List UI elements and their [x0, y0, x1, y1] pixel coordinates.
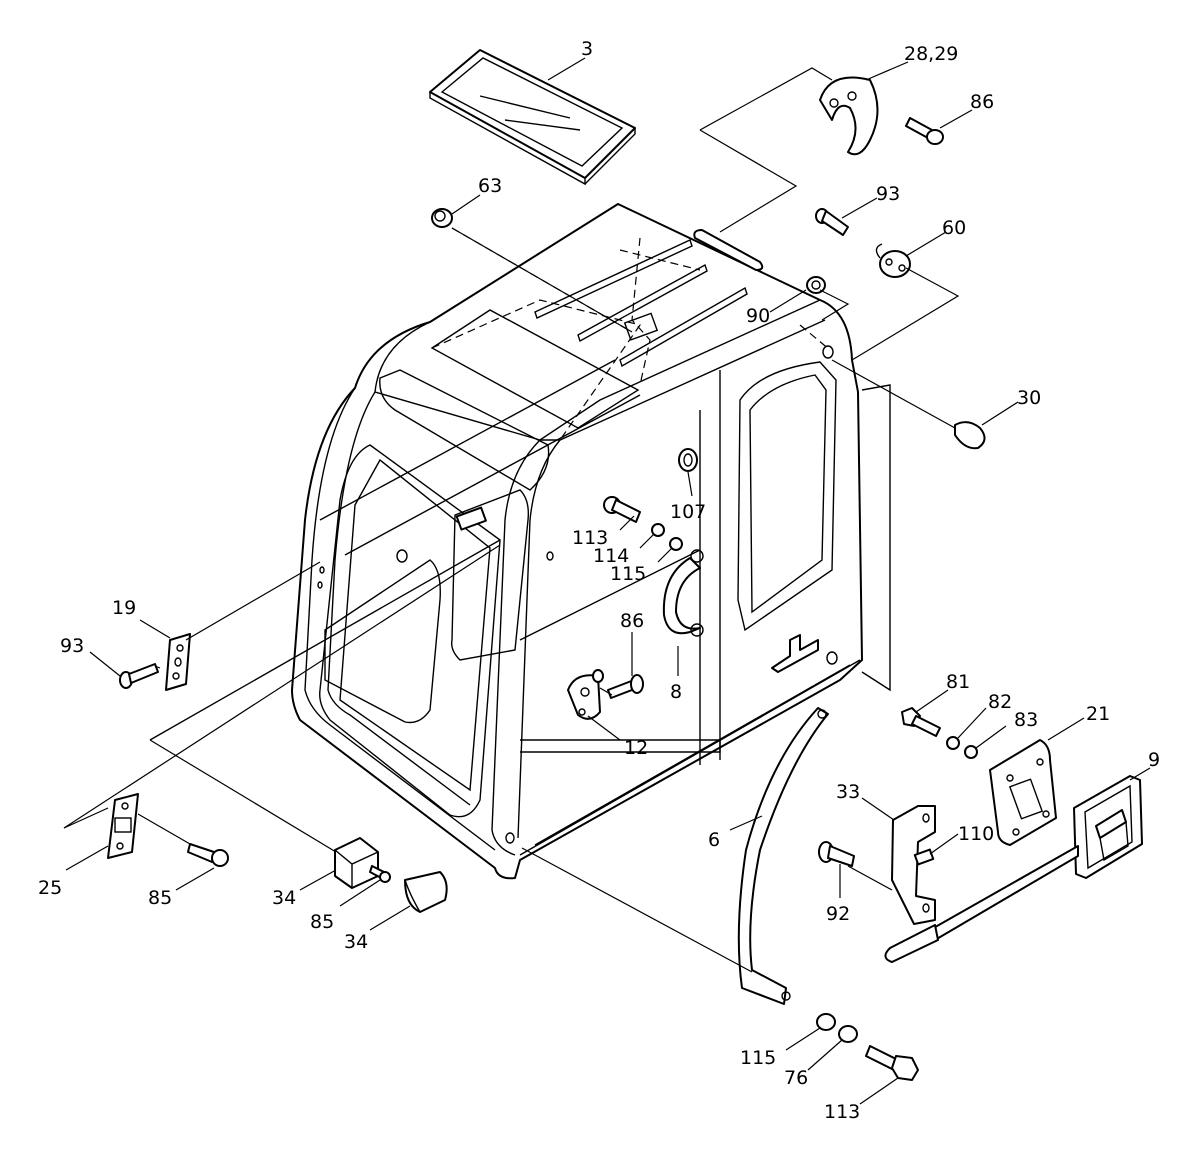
washer-115-bottom [816, 1013, 836, 1031]
striker-12 [567, 669, 604, 720]
callout-93-left: 93 [60, 635, 84, 657]
nut-90 [806, 276, 826, 294]
cab-frame [149, 203, 891, 880]
callout-33: 33 [836, 781, 860, 803]
washer-114 [651, 523, 665, 537]
callout-9: 9 [1148, 749, 1160, 771]
wiper-plate-part [819, 76, 879, 156]
callout-85-small: 85 [310, 911, 334, 933]
callout-86-top: 86 [970, 91, 994, 113]
screw-93-left [119, 663, 159, 689]
washer-83 [964, 745, 978, 759]
callout-8: 8 [670, 681, 682, 703]
callout-30: 30 [1017, 387, 1041, 409]
callout-6: 6 [708, 829, 720, 851]
callout-34-b: 34 [344, 931, 368, 953]
bracket-33 [891, 805, 936, 925]
lock-9 [884, 775, 1143, 963]
callout-63: 63 [478, 175, 502, 197]
callout-93-top: 93 [876, 183, 900, 205]
callout-34-a: 34 [272, 887, 296, 909]
callout-83: 83 [1014, 709, 1038, 731]
cap-30 [954, 421, 986, 450]
callout-60: 60 [942, 217, 966, 239]
callout-92: 92 [826, 903, 850, 925]
plate-60 [875, 243, 911, 278]
callout-115-bottom: 115 [740, 1047, 776, 1069]
bolt-86-mid [607, 674, 644, 699]
washer-76 [838, 1025, 858, 1043]
washer-115-mid [669, 537, 683, 551]
callout-90: 90 [746, 305, 770, 327]
handle-8 [662, 549, 704, 637]
cap-34-a [334, 837, 379, 889]
callout-113-mid: 113 [572, 527, 608, 549]
callout-114: 114 [593, 545, 629, 567]
roof-glass-part [429, 49, 636, 186]
leader-lines [63, 57, 1151, 1105]
callout-107: 107 [670, 501, 706, 523]
bolt-92 [818, 841, 855, 867]
bolt-81 [901, 707, 941, 737]
callout-113-bottom: 113 [824, 1101, 860, 1123]
plate-19 [165, 633, 191, 691]
stay-6 [737, 707, 829, 1005]
callout-76: 76 [784, 1067, 808, 1089]
callout-110: 110 [958, 823, 994, 845]
cap-34-b [404, 871, 448, 913]
callout-3: 3 [581, 38, 593, 60]
bush-63 [431, 208, 453, 228]
callout-21: 21 [1086, 703, 1110, 725]
callout-19: 19 [112, 597, 136, 619]
screw-85-left [187, 843, 229, 867]
callout-85-left: 85 [148, 887, 172, 909]
callout-labels: 3 28,29 86 63 93 60 90 30 107 113 114 11… [38, 38, 1160, 1123]
screw-86-top [905, 117, 944, 145]
callout-28-29: 28,29 [904, 43, 958, 65]
callout-81: 81 [946, 671, 970, 693]
pin-110 [913, 848, 935, 866]
plate-21 [989, 739, 1057, 846]
callout-25: 25 [38, 877, 62, 899]
bolt-93-top [815, 208, 849, 236]
callout-82: 82 [988, 691, 1012, 713]
washer-82 [946, 736, 960, 750]
callout-12: 12 [624, 737, 648, 759]
callout-86-mid: 86 [620, 610, 644, 632]
plate-25 [107, 793, 139, 859]
callout-115-mid: 115 [610, 563, 646, 585]
bolt-113-bottom [865, 1045, 919, 1081]
ring-107 [678, 448, 698, 472]
screw-85-small [369, 865, 391, 883]
